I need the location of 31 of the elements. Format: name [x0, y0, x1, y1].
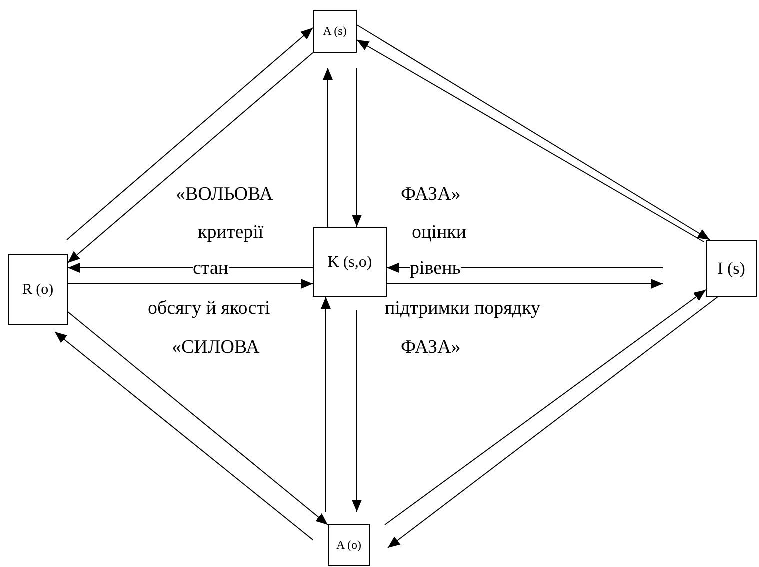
node-label: A (o): [336, 538, 362, 552]
annotation-text: ФАЗА»: [401, 185, 461, 205]
annotation-text: підтримки порядку: [385, 299, 541, 319]
annotation-text: «ВОЛЬОВА: [176, 185, 274, 205]
node-label: A (s): [322, 24, 348, 39]
arrow: [54, 332, 314, 540]
node-box: [8, 254, 68, 325]
arrow: [388, 296, 718, 548]
annotation-text: оцінки: [412, 223, 467, 243]
annotation-text: критерії: [198, 223, 264, 243]
node-box: [313, 10, 357, 53]
node-box: [313, 227, 387, 297]
annotation-text: рівень: [410, 259, 461, 279]
arrow: [352, 68, 362, 228]
arrow: [352, 310, 362, 512]
arrow: [68, 312, 328, 526]
annotation-text: ФАЗА»: [401, 338, 461, 358]
arrow: [321, 296, 331, 512]
arrow: [386, 279, 664, 289]
annotation-text: «СИЛОВА: [172, 338, 260, 358]
arrow: [66, 28, 314, 240]
node-label: I (s): [716, 258, 746, 279]
arrow: [384, 290, 706, 526]
node-label: R (o): [21, 280, 55, 300]
node-box: [328, 524, 370, 566]
node-label: K (s,o): [326, 252, 374, 272]
arrow: [68, 52, 314, 264]
annotation-text: обсягу й якості: [148, 299, 270, 319]
arrow: [68, 279, 314, 289]
arrow: [323, 68, 333, 228]
node-box: [706, 240, 757, 297]
